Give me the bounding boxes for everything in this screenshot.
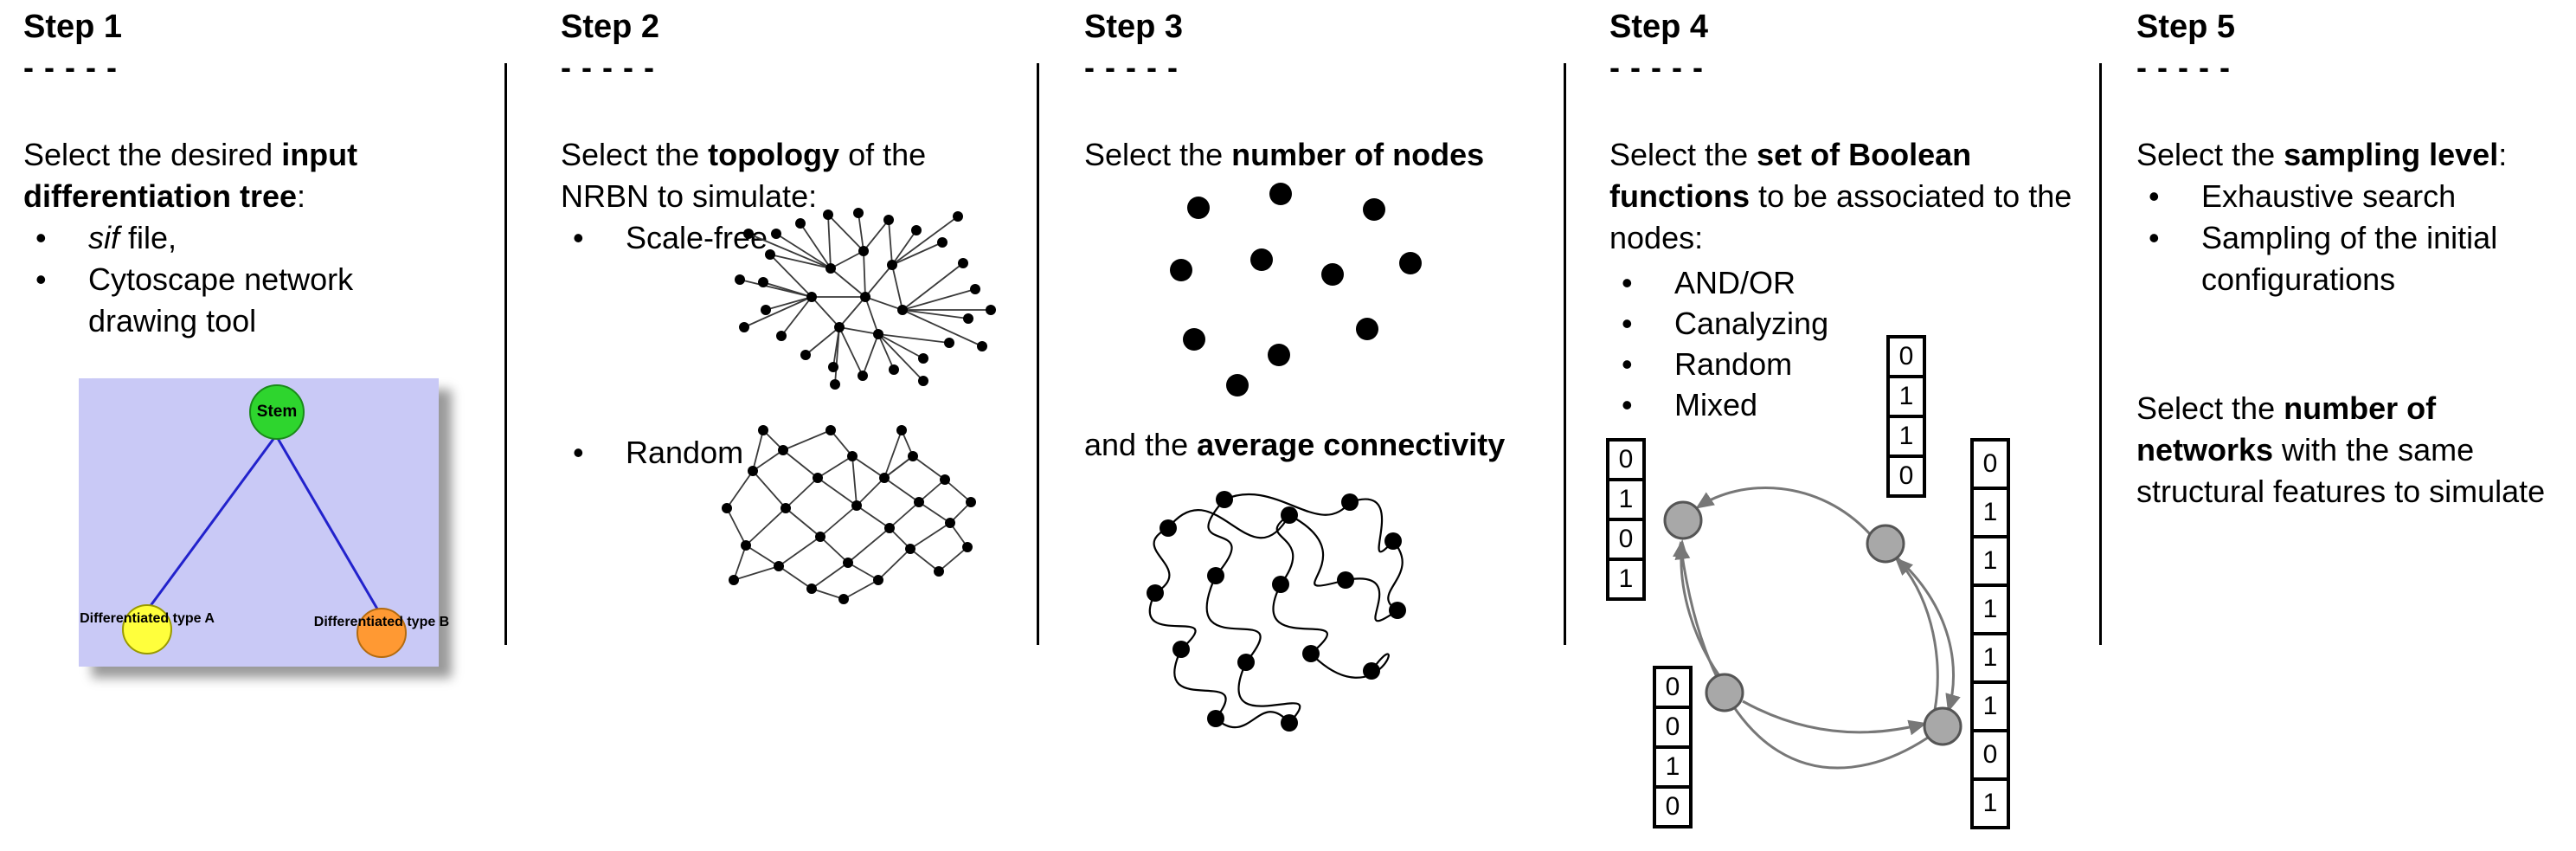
boolean-table-cell: 1 [1970,632,2010,684]
step5-dashed-separator: - - - - - [2136,49,2231,85]
step4-bullet-canalyzing: • Canalyzing [1609,303,2020,345]
bullet-marker: • [1622,265,1633,300]
step4-bullet-random: • Random [1609,344,2020,385]
bullet-marker: • [2149,178,2160,214]
boolean-table-cell: 1 [1970,535,2010,587]
step1-bullet-cytoscape: • Cytoscape network drawing tool [23,259,452,342]
step5-intro: Select the sampling level: [2136,137,2508,172]
nodes-dots-graphic [1170,183,1422,396]
bullet-marker: • [573,220,584,255]
column-divider-2 [1037,63,1039,645]
step2-intro: Select the topology of the NRBN to simul… [561,137,927,214]
step3-line1: Select the number of nodes [1084,137,1485,172]
stem-node-label: Stem [256,403,298,421]
scale-free-network-graphic [735,208,996,390]
boolean-table-cell: 0 [1653,706,1693,749]
differentiation-tree-figure: Stem Differentiated type A Differentiate… [79,378,449,667]
boolean-table-cell: 0 [1606,518,1646,561]
boolean-table-cell: 1 [1606,478,1646,521]
bullet-marker: • [1622,306,1633,341]
column-divider-4 [2099,63,2102,645]
bullet-marker: • [1622,387,1633,422]
random-network-graphic [722,425,976,604]
boolean-table-cell: 1 [1653,745,1693,789]
boolean-table-cell: 1 [1606,558,1646,601]
step5-column: Step 5 - - - - - Select the sampling lev… [2136,0,2576,851]
step5-title: Step 5 [2136,9,2236,45]
bullet-marker: • [35,220,47,255]
differentiated-type-b-node [357,608,407,658]
step1-title: Step 1 [23,9,123,45]
step4-intro: Select the set of Boolean functions to b… [1609,137,2072,255]
step3-column: Step 3 - - - - - Select the number of no… [1084,0,1560,851]
step5-networks-paragraph: Select the number of networks with the s… [2136,390,2546,509]
step4-title: Step 4 [1609,9,1709,45]
step4-bullet-mixed: • Mixed [1609,384,2020,426]
type-a-node-label: Differentiated type A [80,611,215,626]
bullet-marker: • [1622,346,1633,382]
step3-line2: and the average connectivity [1084,427,1506,462]
boolean-table-left: 0 1 0 1 [1606,438,1646,601]
type-b-node-label: Differentiated type B [313,615,450,629]
boolean-table-right: 0 1 1 1 1 1 0 1 [1970,438,2010,829]
boolean-table-cell: 0 [1970,729,2010,781]
boolean-table-cell: 0 [1653,785,1693,828]
step4-dashed-separator: - - - - - [1609,49,1704,85]
step5-bullet-sampling: • Sampling of the initial configurations [2136,217,2576,300]
stem-node [249,384,305,440]
step1-intro: Select the desired input differentiation… [23,137,358,214]
step5-bullet-exhaustive: • Exhaustive search [2136,176,2576,217]
boolean-table-cell: 0 [1970,438,2010,490]
boolean-table-cell: 1 [1970,487,2010,538]
boolean-table-cell: 0 [1653,666,1693,709]
bullet-marker: • [573,435,584,470]
tree-edges-graphic [148,435,380,611]
boolean-table-cell: 1 [1886,375,1926,418]
boolean-table-cell: 1 [1970,583,2010,635]
boolean-table-cell: 0 [1886,335,1926,378]
step1-bullet-sif-file: • sif file, [23,217,469,259]
connectivity-tangle-graphic [1147,491,1406,732]
boolean-table-cell: 1 [1970,680,2010,732]
step2-bullet-scale-free: • Scale-free [561,217,885,259]
boolean-table-cell: 1 [1970,777,2010,829]
bullet-marker: • [35,261,47,297]
differentiated-type-a-node [122,604,172,654]
column-divider-3 [1564,63,1566,645]
step4-bullet-and-or: • AND/OR [1609,262,2020,304]
step2-column: Step 2 - - - - - Select the topology of … [561,0,1032,851]
step1-dashed-separator: - - - - - [23,49,118,85]
bullet-marker: • [2149,220,2160,255]
step2-bullet-random: • Random [561,432,885,474]
step4-column: Step 4 - - - - - Select the set of Boole… [1606,0,2096,851]
step3-dashed-separator: - - - - - [1084,49,1179,85]
step2-dashed-separator: - - - - - [561,49,655,85]
boolean-table-cell: 0 [1886,455,1926,498]
column-divider-1 [504,63,507,645]
step1-column: Step 1 - - - - - Select the desired inpu… [23,0,504,851]
boolean-table-bottom: 0 0 1 0 [1653,666,1693,828]
boolean-table-cell: 0 [1606,438,1646,481]
step3-title: Step 3 [1084,9,1184,45]
boolean-table-top: 0 1 1 0 [1886,335,1926,498]
step2-title: Step 2 [561,9,660,45]
boolean-functions-diagram [1663,487,1963,770]
boolean-table-cell: 1 [1886,415,1926,458]
